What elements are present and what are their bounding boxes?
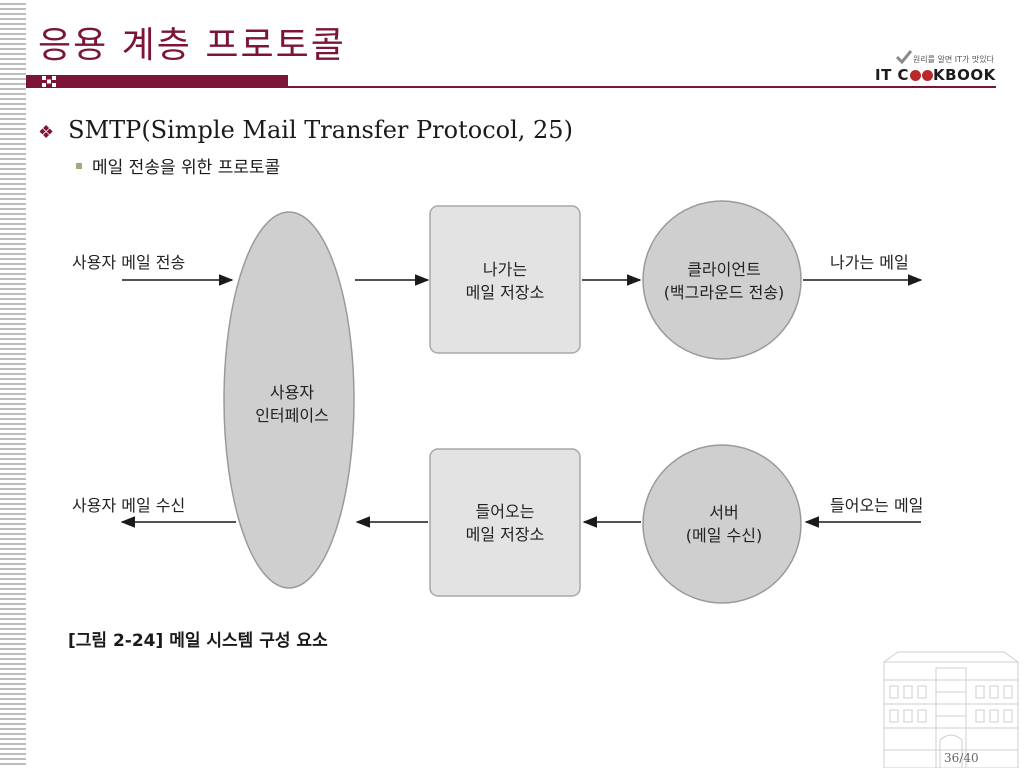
logo-tagline: 원리를 알면 IT가 맛있다 [912,55,994,64]
outgoing-store-box [429,205,581,354]
figure-caption: [그림 2-24] 메일 시스템 구성 요소 [68,631,328,651]
bullet-level2: 메일 전송을 위한 프로토콜 [76,153,280,178]
user-receive-label: 사용자 메일 수신 [72,496,186,515]
client-circle [642,200,802,360]
bullet-text: 메일 전송을 위한 프로토콜 [92,158,281,178]
incoming-mail-label: 들어오는 메일 [830,496,924,515]
accent-dots-icon [42,76,56,87]
server-circle [642,444,802,604]
server-label: 서버(메일 수신) [685,503,763,545]
slide-title: 응용 계층 프로토콜 [38,25,346,66]
left-stripe-decoration [0,0,26,768]
diamond-bullet-icon: ❖ [38,122,55,143]
square-bullet-icon [76,163,82,169]
checkmark-icon [896,50,912,64]
incoming-store-box [429,448,581,597]
user-send-label: 사용자 메일 전송 [72,253,186,272]
user-interface-ellipse [223,211,355,589]
title-underline [288,86,996,88]
page-number: 36/40 [944,751,979,765]
bullet-level1: ❖ SMTP(Simple Mail Transfer Protocol, 25) [38,116,573,144]
bullet-text: SMTP(Simple Mail Transfer Protocol, 25) [68,116,573,144]
building-sketch-icon [883,651,1019,768]
outgoing-mail-label: 나가는 메일 [830,253,909,272]
client-label: 클라이언트(백그라운드 전송) [663,260,785,302]
title-accent-bar [26,75,288,88]
